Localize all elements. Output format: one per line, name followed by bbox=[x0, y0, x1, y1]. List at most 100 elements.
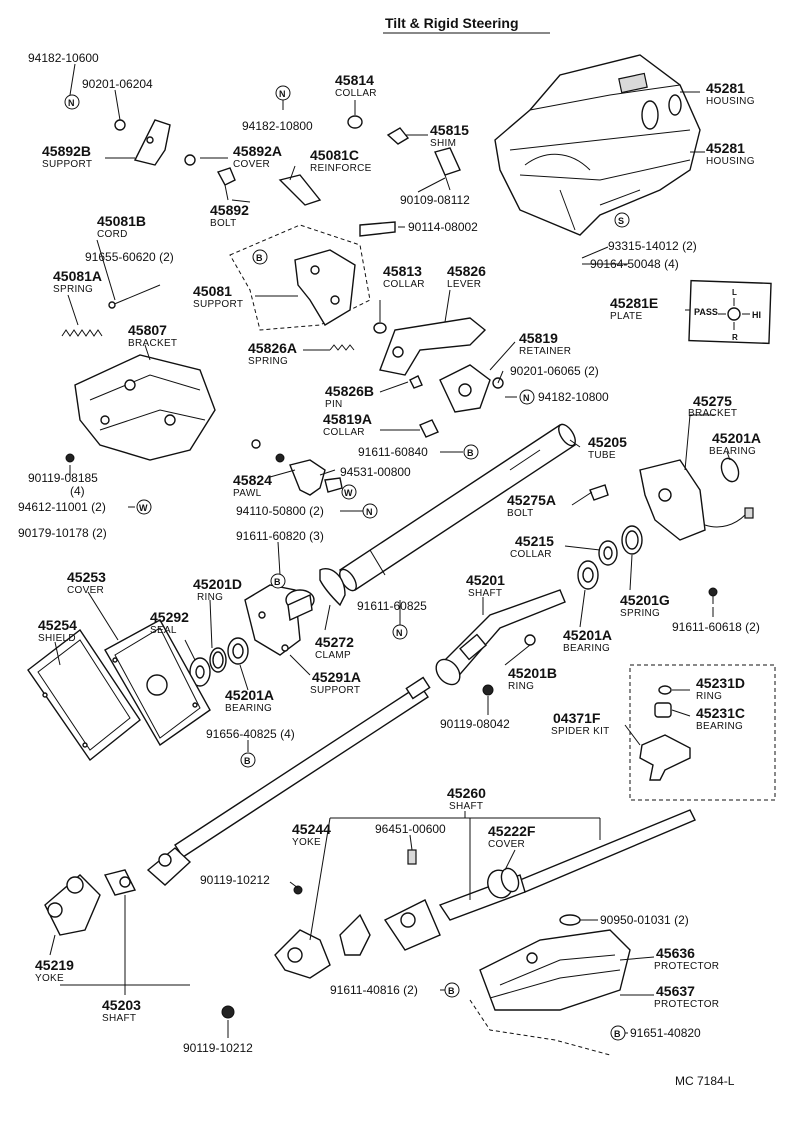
label-45201: 45201 bbox=[466, 572, 505, 588]
desc-45201: SHAFT bbox=[468, 588, 502, 599]
svg-text:N: N bbox=[279, 89, 286, 99]
sym-n-3: N bbox=[519, 389, 535, 405]
label-45081C: 45081C bbox=[310, 147, 359, 163]
label-90179-10178: 90179-10178 (2) bbox=[18, 526, 107, 540]
label-90109-08112: 90109-08112 bbox=[400, 193, 470, 207]
label-94182-10600: 94182-10600 bbox=[28, 51, 99, 65]
label-45201A-a: 45201A bbox=[712, 430, 761, 446]
label-45081B: 45081B bbox=[97, 213, 146, 229]
label-45813: 45813 bbox=[383, 263, 422, 279]
label-45892: 45892 bbox=[210, 202, 249, 218]
svg-text:N: N bbox=[68, 98, 75, 108]
label-45814: 45814 bbox=[335, 72, 374, 88]
svg-text:W: W bbox=[344, 488, 353, 498]
desc-45231D: RING bbox=[696, 691, 722, 702]
support-45892B-drawing bbox=[114, 119, 236, 201]
sym-b-4: B bbox=[240, 752, 256, 768]
desc-45815: SHIM bbox=[430, 138, 456, 149]
sym-n-4: N bbox=[362, 503, 378, 519]
label-94531-00800: 94531-00800 bbox=[340, 465, 411, 479]
sym-s-1: S bbox=[614, 212, 630, 228]
desc-45275A: BOLT bbox=[507, 508, 534, 519]
label-45222F: 45222F bbox=[488, 823, 536, 839]
plate-hi-label: HI bbox=[752, 310, 761, 320]
label-45201D: 45201D bbox=[193, 576, 242, 592]
sym-n-5: N bbox=[392, 624, 408, 640]
yoke-45219-drawing bbox=[44, 869, 137, 936]
svg-text:N: N bbox=[523, 393, 530, 403]
desc-45215: COLLAR bbox=[510, 549, 552, 560]
bracket-45807-drawing bbox=[65, 354, 216, 463]
svg-text:N: N bbox=[366, 507, 373, 517]
label-45201A-c: 45201A bbox=[225, 687, 274, 703]
desc-45814: COLLAR bbox=[335, 88, 377, 99]
part-labels: 94182-10600 90201-06204 45892B SUPPORT 4… bbox=[18, 51, 761, 1055]
desc-45826: LEVER bbox=[447, 279, 481, 290]
label-91611-60840: 91611-60840 bbox=[358, 445, 428, 459]
plate-l-label: L bbox=[732, 288, 737, 297]
label-45826B: 45826B bbox=[325, 383, 374, 399]
label-45260: 45260 bbox=[447, 785, 486, 801]
desc-45205: TUBE bbox=[588, 450, 616, 461]
label-45819A: 45819A bbox=[323, 411, 372, 427]
label-45824: 45824 bbox=[233, 472, 272, 488]
label-90119-08042: 90119-08042 bbox=[440, 717, 510, 731]
collar-shim-bolt-drawing bbox=[347, 115, 461, 237]
label-45081A: 45081A bbox=[53, 268, 102, 284]
desc-45636: PROTECTOR bbox=[654, 961, 719, 972]
label-90164-50048: 90164-50048 (4) bbox=[590, 257, 679, 271]
label-45081: 45081 bbox=[193, 283, 232, 299]
desc-45826B: PIN bbox=[325, 399, 343, 410]
label-45819: 45819 bbox=[519, 330, 558, 346]
svg-text:B: B bbox=[256, 253, 263, 263]
svg-text:B: B bbox=[244, 756, 251, 766]
label-94182-10800-b: 94182-10800 bbox=[538, 390, 609, 404]
cord-spring-drawing bbox=[61, 284, 161, 337]
sym-b-2: B bbox=[463, 444, 479, 460]
desc-45203: SHAFT bbox=[102, 1013, 136, 1024]
pawl-45824-drawing bbox=[251, 439, 343, 496]
label-90950-01031: 90950-01031 (2) bbox=[600, 913, 689, 927]
label-45807: 45807 bbox=[128, 322, 167, 338]
sym-b-5: B bbox=[444, 982, 460, 998]
label-94110-50800: 94110-50800 (2) bbox=[236, 504, 324, 518]
label-45201B: 45201B bbox=[508, 665, 557, 681]
label-45201G: 45201G bbox=[620, 592, 670, 608]
label-45201A-b: 45201A bbox=[563, 627, 612, 643]
sym-n-1: N bbox=[64, 94, 80, 110]
desc-45637: PROTECTOR bbox=[654, 999, 719, 1010]
desc-45219: YOKE bbox=[35, 973, 64, 984]
sym-b-6: B bbox=[610, 1025, 626, 1041]
label-45244: 45244 bbox=[292, 821, 331, 837]
label-91651-40820: 91651-40820 bbox=[630, 1026, 701, 1040]
label-45275A: 45275A bbox=[507, 492, 556, 508]
desc-45819: RETAINER bbox=[519, 346, 571, 357]
desc-45260: SHAFT bbox=[449, 801, 483, 812]
desc-45201A-c: BEARING bbox=[225, 703, 272, 714]
column-housing-drawing bbox=[494, 54, 701, 236]
label-45636: 45636 bbox=[656, 945, 695, 961]
label-45892B: 45892B bbox=[42, 143, 91, 159]
label-91655-60620: 91655-60620 (2) bbox=[85, 250, 174, 264]
label-90119-10212-a: 90119-10212 bbox=[200, 873, 270, 887]
ring-seal-bearing-drawing bbox=[189, 637, 249, 687]
desc-45813: COLLAR bbox=[383, 279, 425, 290]
desc-45892: BOLT bbox=[210, 218, 237, 229]
tube-45205-drawing bbox=[338, 423, 577, 592]
desc-45081B: CORD bbox=[97, 229, 128, 240]
desc-45201D: RING bbox=[197, 592, 223, 603]
label-91611-60825: 91611-60825 bbox=[357, 599, 427, 613]
desc-45081A: SPRING bbox=[53, 284, 93, 295]
desc-45244: YOKE bbox=[292, 837, 321, 848]
label-45254: 45254 bbox=[38, 617, 77, 633]
label-45637: 45637 bbox=[656, 983, 695, 999]
desc-45081C: REINFORCE bbox=[310, 163, 372, 174]
label-45281-b: 45281 bbox=[706, 140, 745, 156]
label-45826A: 45826A bbox=[248, 340, 297, 356]
label-91611-40816: 91611-40816 (2) bbox=[330, 983, 418, 997]
desc-45201A-a: BEARING bbox=[709, 446, 756, 457]
label-45253: 45253 bbox=[67, 569, 106, 585]
label-45815: 45815 bbox=[430, 122, 469, 138]
desc-45892B: SUPPORT bbox=[42, 159, 92, 170]
